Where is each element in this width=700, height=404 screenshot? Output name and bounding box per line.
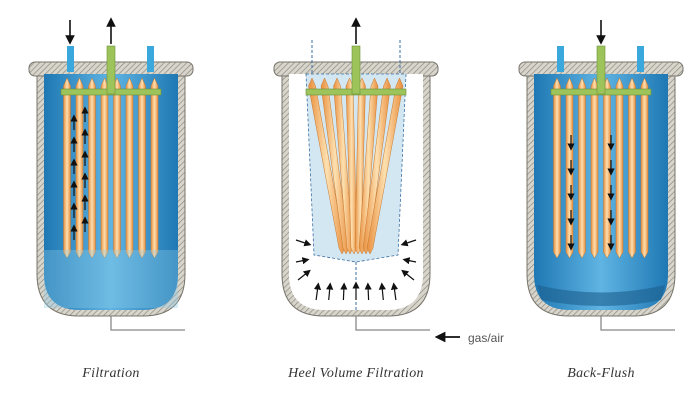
filter-candle [603, 77, 611, 259]
filter-candle [615, 77, 624, 259]
flow-arrow-icon [400, 239, 417, 247]
filter-candle [150, 77, 159, 259]
filter-candle [100, 77, 109, 259]
caption-back-flush: Back-Flush [567, 366, 635, 381]
filtrate-pipe [351, 45, 361, 95]
filter-candle [628, 77, 636, 259]
flow-arrow-icon [378, 282, 386, 301]
outlet-pipe [110, 316, 185, 331]
vent-pipe [147, 46, 154, 72]
filter-candle [640, 77, 649, 259]
flow-arrow-icon [340, 282, 348, 301]
flow-arrow-icon [402, 257, 417, 265]
caption-heel-volume-filtration: Heel Volume Filtration [288, 366, 424, 381]
flow-arrow-icon [295, 257, 310, 265]
outlet-pipe [600, 316, 675, 331]
filter-candle [125, 77, 134, 259]
inlet-pipe [67, 46, 74, 72]
filtrate-pipe [596, 45, 606, 95]
flow-arrow-icon [297, 269, 311, 281]
caption-filtration: Filtration [82, 366, 140, 381]
flow-arrow-icon [295, 239, 312, 247]
filter-candle [578, 77, 586, 259]
flow-arrow-icon [401, 269, 415, 281]
filter-candle [63, 77, 71, 259]
vessel-filtration [28, 17, 194, 331]
inlet-pipe [557, 46, 564, 72]
cake-sediment [537, 285, 665, 306]
filter-candle [590, 77, 599, 259]
flow-arrow-icon [364, 282, 372, 301]
flow-arrow-icon [313, 282, 322, 301]
filtrate-pipe [106, 45, 116, 95]
vessel-backflush [518, 20, 684, 331]
gas-air-label: gas/air [468, 331, 505, 345]
flow-arrow-icon [390, 282, 399, 301]
filter-candle [565, 77, 574, 259]
flow-arrow-icon [326, 282, 334, 301]
filter-candle [113, 77, 121, 259]
gas-boundary [311, 40, 401, 74]
outlet-pipe [355, 316, 430, 331]
filter-candle [88, 77, 96, 259]
filter-candle [553, 77, 561, 259]
vessel-heel [273, 17, 460, 343]
filter-candle [366, 77, 404, 255]
filter-candle [75, 77, 84, 259]
sediment-zone [44, 250, 178, 308]
filter-candle [138, 77, 146, 259]
vent-pipe [637, 46, 644, 72]
